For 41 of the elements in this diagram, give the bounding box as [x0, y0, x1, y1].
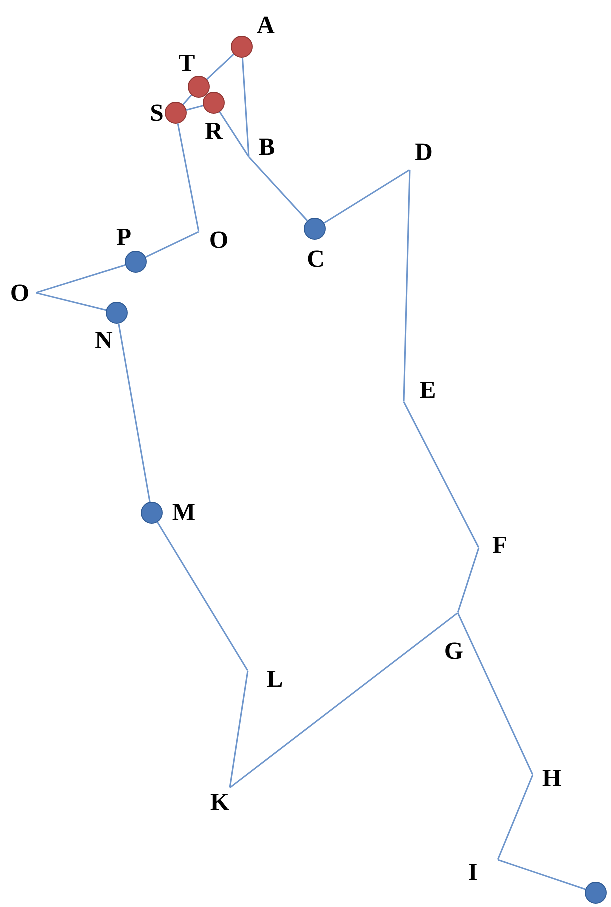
line: [403, 170, 411, 402]
line: [242, 58, 250, 157]
line: [182, 94, 192, 106]
point-label: K: [210, 794, 230, 810]
point-label: I: [469, 864, 477, 880]
line: [324, 170, 410, 224]
point-label: M: [172, 504, 195, 520]
line: [457, 548, 480, 613]
point-label: B: [259, 138, 275, 156]
point-label: D: [416, 144, 432, 160]
line: [403, 402, 480, 548]
line: [229, 671, 249, 788]
line: [177, 124, 200, 232]
line: [36, 264, 126, 294]
point-label: T: [179, 54, 195, 72]
line: [146, 231, 200, 258]
point-label: N: [96, 332, 113, 348]
line: [36, 292, 107, 312]
point-label: F: [492, 536, 506, 554]
point-label: P: [116, 228, 131, 246]
point-label: O: [210, 232, 228, 248]
point-label: H: [542, 770, 562, 786]
point-label: R: [206, 122, 224, 140]
point-label: S: [151, 104, 163, 122]
line: [498, 859, 586, 890]
point-label: L: [267, 670, 282, 688]
point-label: O: [12, 284, 28, 302]
dot: [585, 882, 607, 904]
line: [206, 54, 234, 80]
point-label: A: [257, 16, 275, 34]
point-label: C: [308, 250, 323, 268]
line: [118, 324, 151, 502]
line: [157, 522, 248, 672]
line: [497, 774, 534, 860]
line: [230, 612, 458, 788]
line: [457, 612, 534, 776]
point-label: G: [446, 642, 463, 660]
line: [219, 112, 250, 158]
line: [186, 105, 204, 111]
line: [248, 156, 308, 222]
point-label: E: [420, 382, 435, 398]
